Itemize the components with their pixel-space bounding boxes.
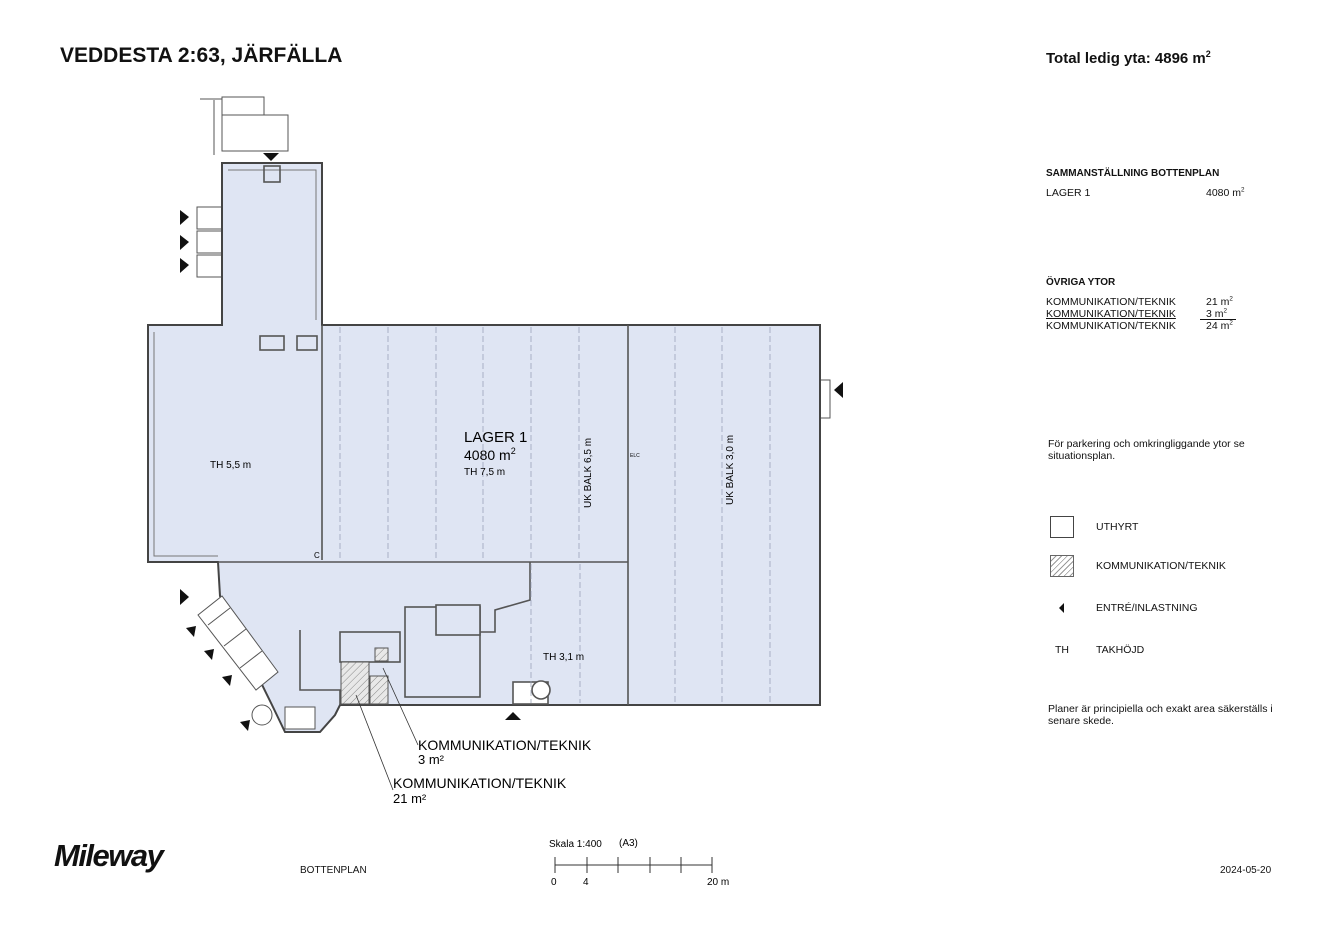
callout-large-name: KOMMUNIKATION/TEKNIK — [393, 775, 567, 791]
beam-height-1: UK BALK 6,5 m — [583, 438, 594, 508]
angled-entrance-block — [197, 595, 316, 730]
other-row: KOMMUNIKATION/TEKNIK 3 m2 — [1046, 308, 1236, 320]
ceiling-height-lower: TH 3,1 m — [543, 652, 584, 663]
communication-area-21 — [340, 661, 370, 705]
other-row-value: 24 m2 — [1206, 319, 1233, 332]
ceiling-height-left: TH 5,5 m — [210, 460, 251, 471]
scale-label: Skala 1:400 — [549, 839, 602, 850]
other-row-name: KOMMUNIKATION/TEKNIK — [1046, 320, 1176, 332]
mileway-logo: Mileway — [54, 838, 164, 873]
callout-leaders — [355, 667, 419, 791]
page-title: VEDDESTA 2:63, JÄRFÄLLA — [60, 44, 343, 67]
legend-rented-label: UTHYRT — [1096, 521, 1139, 533]
legend-entrance-label: ENTRÉ/INLASTNING — [1096, 602, 1198, 614]
ceiling-height-main: TH 7,5 m — [464, 467, 505, 478]
summary-heading: SAMMANSTÄLLNING BOTTENPLAN — [1046, 168, 1220, 179]
entrance-triangle-icon — [505, 712, 521, 720]
other-row: KOMMUNIKATION/TEKNIK 21 m2 — [1046, 296, 1236, 308]
communication-area-21b — [369, 675, 389, 705]
plan-date: 2024-05-20 — [1220, 865, 1272, 876]
legend-entrance: ENTRÉ/INLASTNING — [1050, 597, 1226, 619]
entrance-markers — [180, 153, 843, 731]
other-row-value: 21 m2 — [1206, 295, 1233, 308]
plan-name: BOTTENPLAN — [300, 865, 367, 876]
entrance-triangle-icon — [180, 235, 189, 250]
callout-small-area: 3 m² — [418, 752, 445, 767]
hatch-icon — [1050, 555, 1074, 577]
legend-rented: UTHYRT — [1050, 516, 1226, 538]
total-area-text: Total ledig yta: 4896 m — [1046, 50, 1206, 67]
building-footprint — [147, 162, 821, 733]
communication-area-3 — [374, 647, 389, 662]
entrance-triangle-icon — [222, 675, 232, 686]
legend-th-label: TAKHÖJD — [1096, 644, 1145, 656]
lager-area: 4080 m2 — [464, 446, 516, 463]
legend-th-abbr: TH — [1055, 644, 1069, 656]
entrance-triangle-icon — [263, 153, 279, 161]
entrance-triangle-icon — [1050, 597, 1074, 619]
other-row-name: KOMMUNIKATION/TEKNIK — [1046, 296, 1176, 308]
scale-tick-4: 4 — [583, 877, 589, 888]
legend: UTHYRT KOMMUNIKATION/TEKNIK ENTRÉ/INLAST… — [1050, 516, 1226, 661]
entrance-triangle-icon — [240, 720, 250, 731]
other-heading: ÖVRIGA YTOR — [1046, 277, 1116, 288]
summary-row-name: LAGER 1 — [1046, 187, 1091, 199]
beam-height-2: UK BALK 3,0 m — [725, 435, 736, 505]
legend-communication-label: KOMMUNIKATION/TEKNIK — [1096, 560, 1226, 572]
callout-large-area: 21 m² — [393, 791, 427, 806]
summary-row: LAGER 1 4080 m2 — [1046, 187, 1245, 199]
elc-label: ELC — [630, 453, 640, 459]
other-row: KOMMUNIKATION/TEKNIK 24 m2 — [1046, 320, 1236, 332]
disclaimer-note: Planer är principiella och exakt area sä… — [1048, 703, 1273, 727]
entrance-triangle-icon — [180, 210, 189, 225]
entrance-triangle-icon — [834, 382, 843, 398]
entrance-triangle-icon — [180, 258, 189, 273]
other-table: KOMMUNIKATION/TEKNIK 21 m2 KOMMUNIKATION… — [1046, 296, 1236, 332]
other-row-name: KOMMUNIKATION/TEKNIK — [1046, 308, 1176, 320]
other-row-value: 3 m2 — [1200, 308, 1236, 320]
column-grid — [339, 327, 771, 703]
c-mark: C — [314, 551, 320, 560]
entrance-triangle-icon — [204, 649, 214, 660]
callout-small-name: KOMMUNIKATION/TEKNIK — [418, 737, 592, 753]
scale-tick-0: 0 — [551, 877, 557, 888]
total-area: Total ledig yta: 4896 m2 — [1046, 49, 1211, 68]
empty-box-icon — [1050, 516, 1074, 538]
legend-communication: KOMMUNIKATION/TEKNIK — [1050, 555, 1226, 577]
total-area-sup: 2 — [1205, 49, 1211, 59]
entrance-triangle-icon — [180, 589, 189, 605]
communication-areas — [340, 647, 389, 705]
lager-name: LAGER 1 — [464, 429, 527, 446]
scale-bar — [554, 857, 713, 873]
scale-tick-20: 20 m — [707, 877, 729, 888]
internal-walls — [218, 165, 629, 705]
top-annex-sheds — [200, 96, 289, 155]
entrance-triangle-icon — [186, 626, 196, 637]
parking-note: För parkering och omkringliggande ytor s… — [1048, 438, 1245, 462]
legend-ceiling-height: TH TAKHÖJD — [1050, 639, 1226, 661]
summary-row-value: 4080 m2 — [1206, 186, 1245, 199]
paper-size: (A3) — [619, 838, 638, 849]
